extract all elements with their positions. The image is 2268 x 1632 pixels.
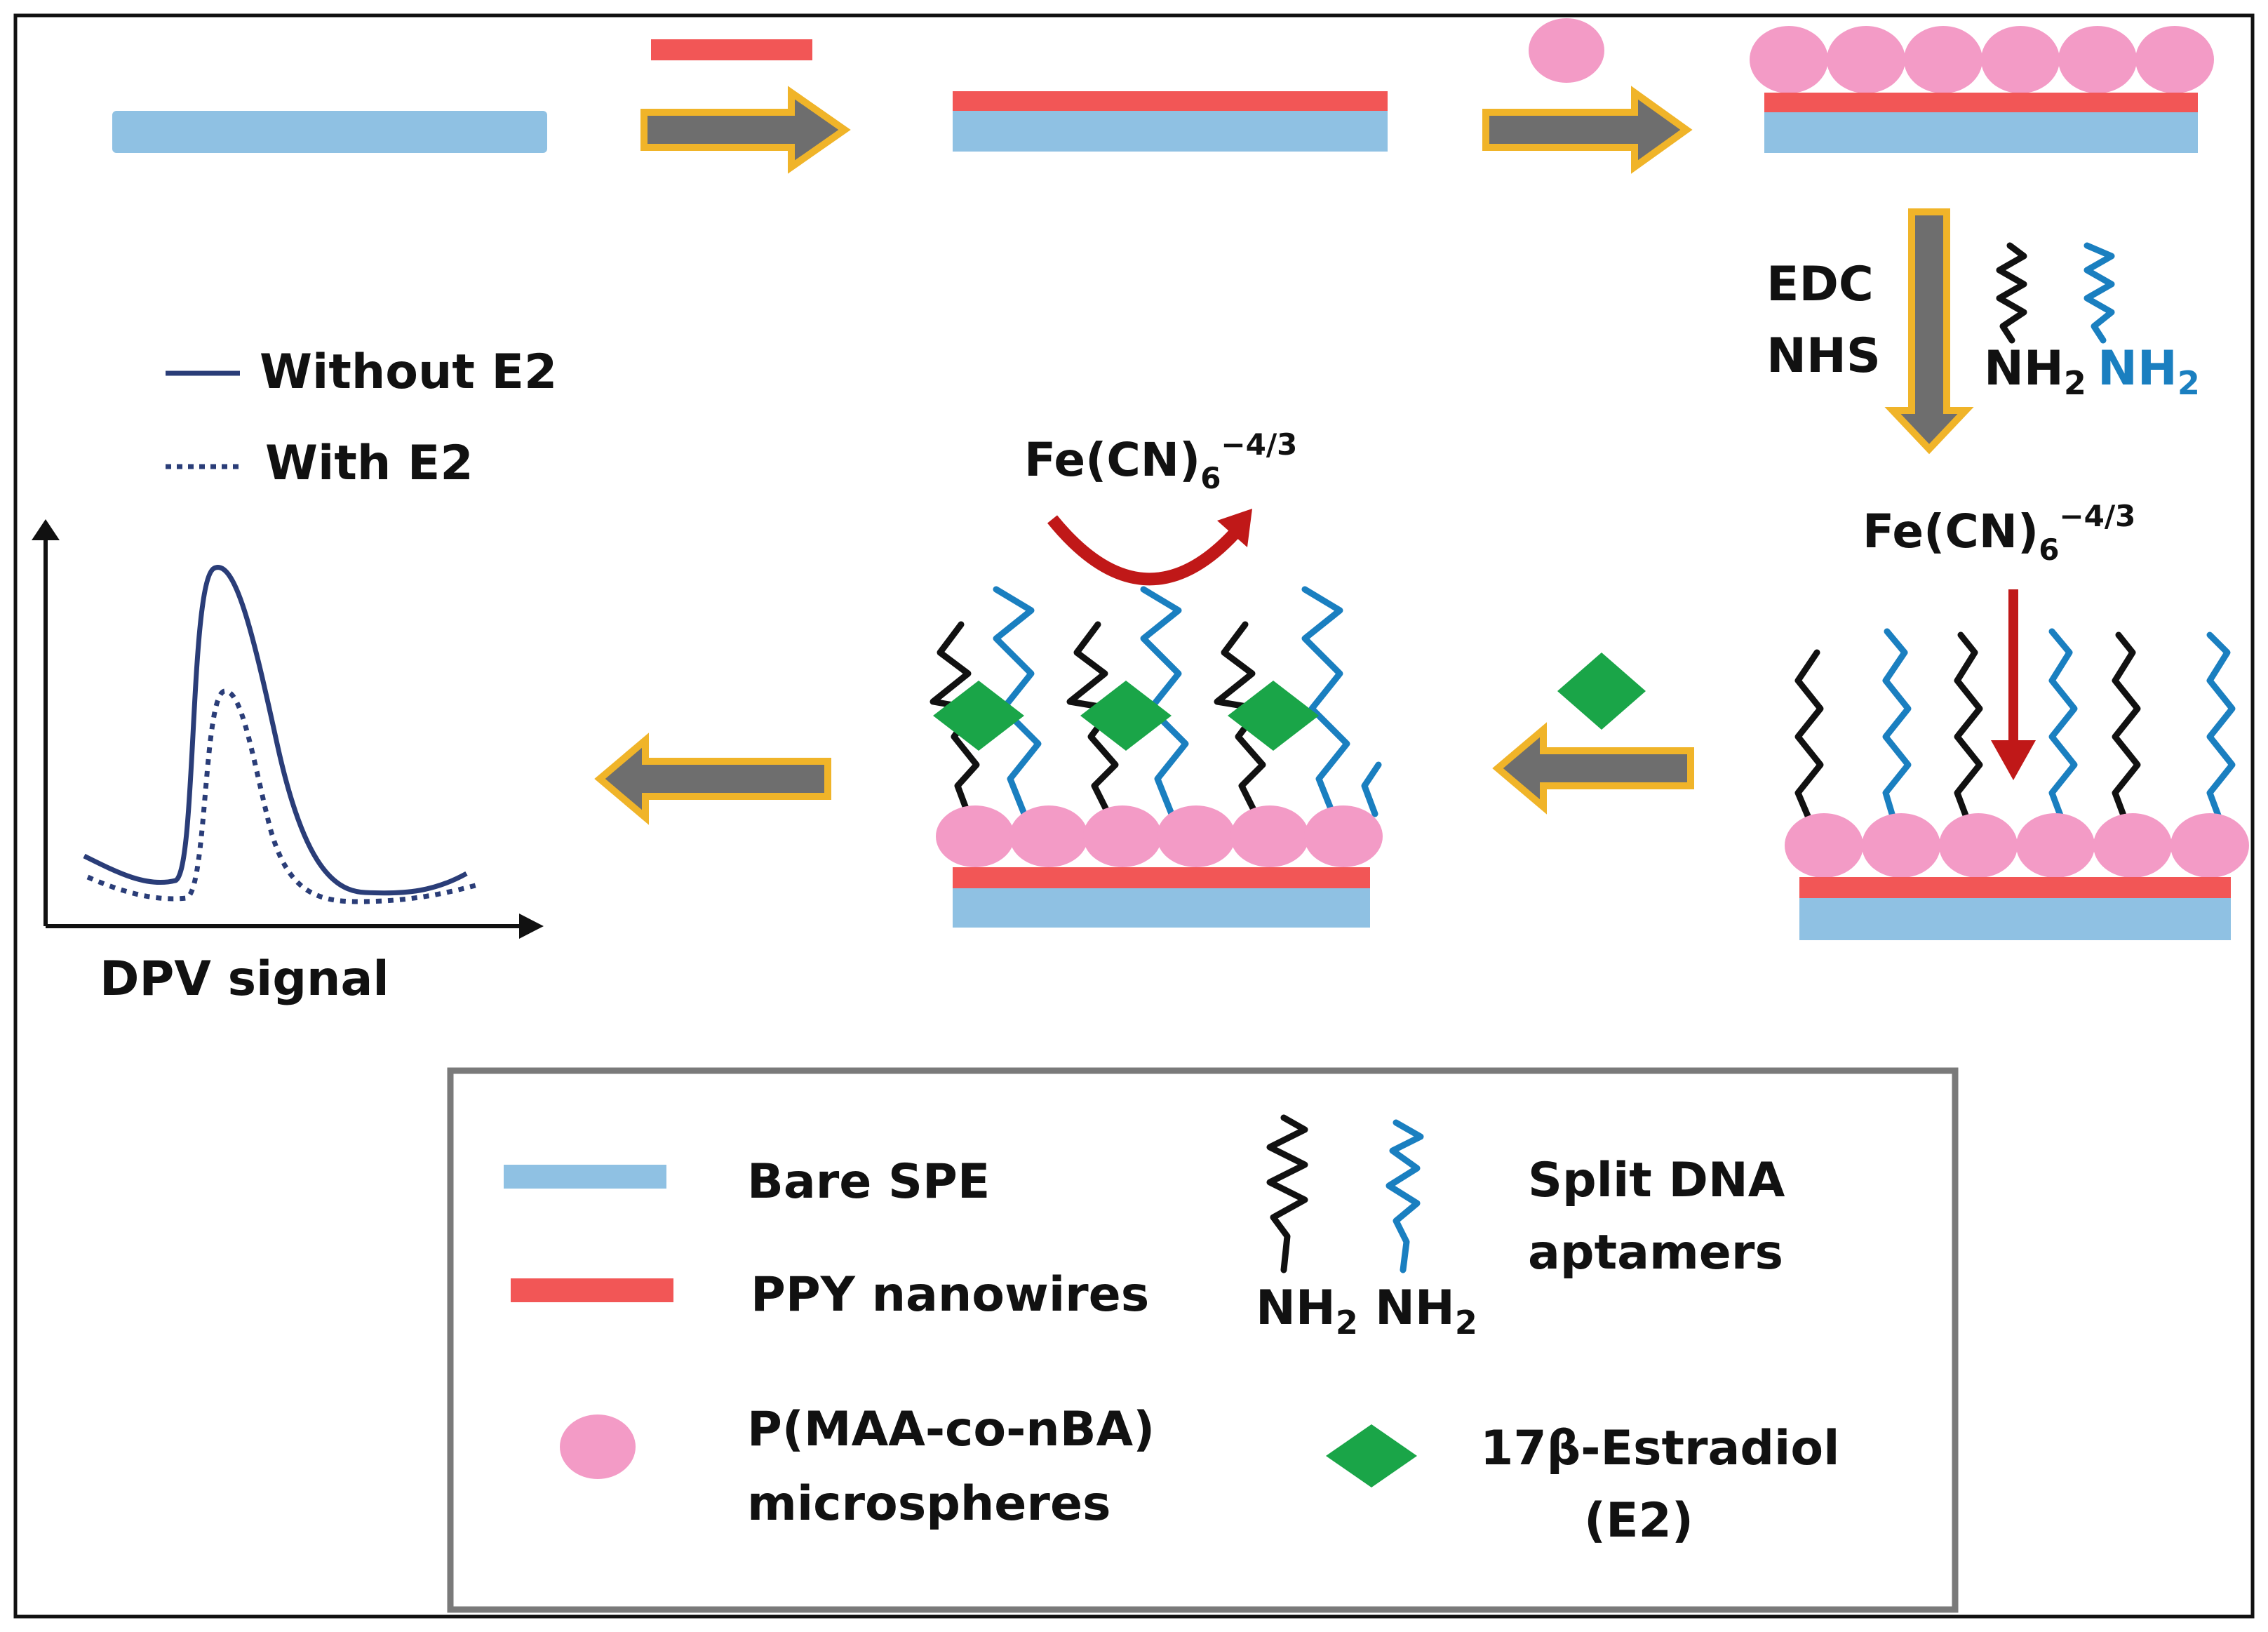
microsphere-reagent <box>1529 18 1604 83</box>
microsphere-modified-electrode <box>1750 26 2214 153</box>
dpv-legend-without: Without E2 <box>260 345 557 400</box>
legend-estradiol-label-2: (E2) <box>1584 1493 1693 1549</box>
nh2-label-blue: NH2 <box>2098 341 2200 402</box>
legend-ppy-label: PPY nanowires <box>751 1267 1149 1323</box>
legend-estradiol-label-1: 17β-Estradiol <box>1480 1421 1839 1476</box>
legend-estradiol-swatch <box>1326 1424 1417 1487</box>
dpv-curve-without-e2 <box>83 565 468 896</box>
legend-ppy-swatch <box>511 1278 673 1302</box>
process-arrow-down <box>1884 208 1974 455</box>
dpv-legend: Without E2 With E2 <box>166 345 557 491</box>
dpv-legend-with: With E2 <box>265 436 474 491</box>
redox-arrow-down <box>1991 589 2036 780</box>
nhs-label: NHS <box>1766 328 1881 384</box>
bare-spe-electrode <box>112 111 547 153</box>
aptamer-strand-black <box>1996 242 2027 344</box>
legend-aptamers-label-2: aptamers <box>1528 1225 1783 1280</box>
aptamer-strand-blue <box>2084 242 2115 344</box>
legend-aptamers-label-1: Split DNA <box>1528 1153 1785 1208</box>
aptamer-modified-electrode <box>1785 628 2249 940</box>
legend-microspheres-label-2: microspheres <box>747 1476 1111 1532</box>
figure-border <box>13 13 2255 1619</box>
redox-arrow-curved <box>1047 509 1252 586</box>
dpv-curve-with-e2 <box>86 688 481 904</box>
legend-bare-spe-swatch <box>504 1165 666 1189</box>
process-arrow-2 <box>1482 86 1693 174</box>
legend-box: Bare SPE PPY nanowires P(MAA-co-nBA) mic… <box>447 1067 1959 1613</box>
legend-aptamer-strand-black <box>1266 1114 1308 1273</box>
ppy-nanowire-reagent <box>651 39 812 60</box>
process-arrow-4 <box>594 733 831 825</box>
legend-microsphere-swatch <box>560 1414 636 1479</box>
aptamer-reagent-pair: NH2 NH2 <box>1984 242 2200 402</box>
nh2-label-black: NH2 <box>1984 341 2086 402</box>
dpv-signal-label: DPV signal <box>100 951 389 1007</box>
estradiol-reagent <box>1557 653 1646 730</box>
legend-nh2-black: NH2 <box>1256 1280 1358 1342</box>
process-arrow-1 <box>640 86 851 174</box>
process-arrow-3 <box>1492 722 1694 815</box>
redox-probe-label-center: Fe(CN)6−4/3 <box>1024 427 1297 495</box>
legend-bare-spe-label: Bare SPE <box>747 1154 990 1210</box>
legend-aptamer-strand-blue <box>1385 1119 1424 1273</box>
ppy-modified-electrode <box>953 91 1388 152</box>
legend-microspheres-label-1: P(MAA-co-nBA) <box>747 1402 1155 1457</box>
e2-bound-electrode <box>930 586 1383 928</box>
edc-label: EDC <box>1766 257 1874 312</box>
dpv-plot <box>32 519 544 939</box>
redox-probe-label-right: Fe(CN)6−4/3 <box>1863 499 2135 567</box>
legend-nh2-blue: NH2 <box>1375 1280 1477 1342</box>
